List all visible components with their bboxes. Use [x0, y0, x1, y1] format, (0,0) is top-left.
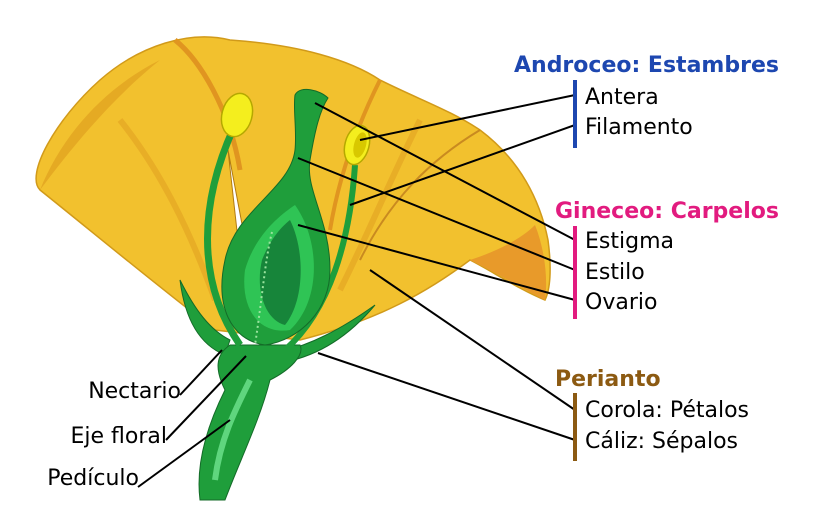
label-ovario: Ovario: [585, 290, 657, 315]
pistil: [221, 88, 331, 346]
gineceo-title: Gineceo: Carpelos: [555, 199, 779, 224]
calyx-sepals: [179, 279, 376, 501]
perianto-bracket: [573, 393, 577, 461]
label-estilo: Estilo: [585, 260, 645, 285]
label-filamento: Filamento: [585, 115, 693, 140]
androceo-bracket: [573, 80, 577, 148]
label-antera: Antera: [585, 85, 659, 110]
label-caliz: Cáliz: Sépalos: [585, 429, 738, 454]
label-estigma: Estigma: [585, 229, 674, 254]
label-nectario: Nectario: [88, 379, 181, 404]
leader-lines: [137, 94, 576, 488]
androceo-title: Androceo: Estambres: [514, 53, 779, 78]
label-eje-floral: Eje floral: [71, 424, 168, 449]
gineceo-bracket: [573, 226, 577, 319]
stamens: [204, 92, 371, 353]
label-corola: Corola: Pétalos: [585, 398, 749, 423]
label-pediculo: Pedículo: [47, 466, 139, 491]
perianto-title: Perianto: [555, 367, 661, 392]
